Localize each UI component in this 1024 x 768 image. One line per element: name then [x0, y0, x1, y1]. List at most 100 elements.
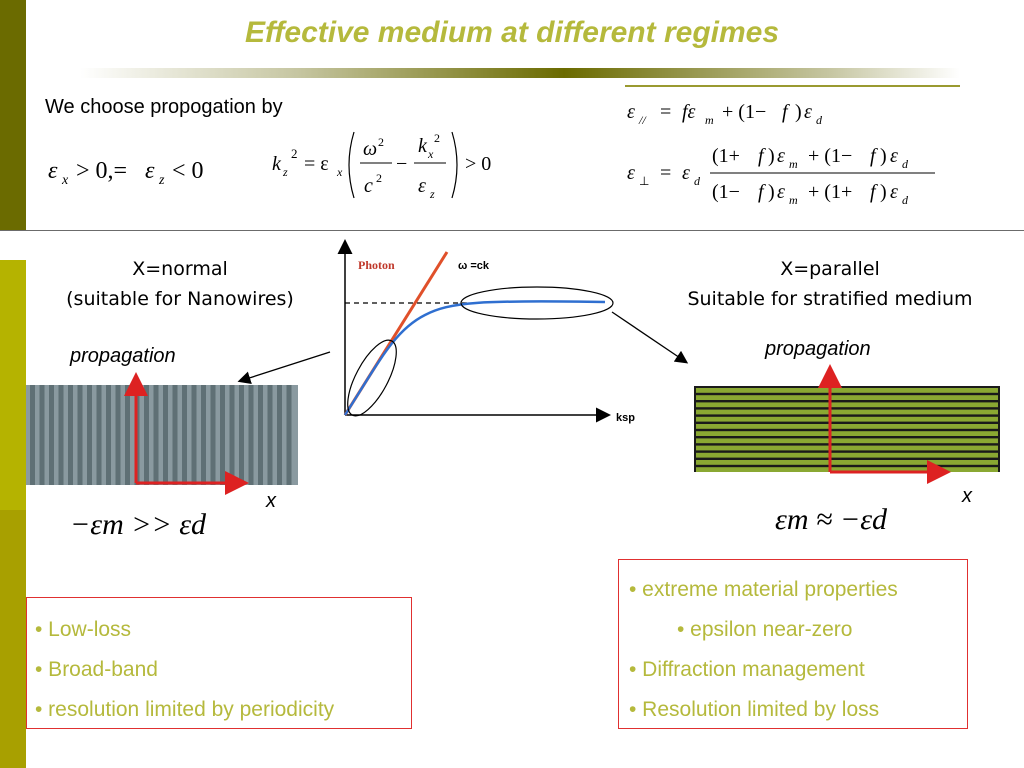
stratified-layers — [694, 386, 1000, 472]
nanowire — [30, 385, 35, 485]
nanowire — [87, 385, 92, 485]
nanowire — [125, 385, 130, 485]
right-heading-line1: X=parallel — [780, 258, 880, 280]
light-line-label: ω =ck — [458, 260, 490, 272]
left-bullet-box: • Low-loss • Broad-band • resolution lim… — [26, 597, 412, 729]
nanowire — [106, 385, 111, 485]
eps-parallel-equation: ε // = fε m + (1− f ) ε d — [627, 101, 823, 127]
svg-text:ε: ε — [777, 145, 785, 167]
nanowire — [39, 385, 45, 485]
nanowire-array — [26, 385, 298, 485]
left-heading-line1: X=normal — [132, 258, 228, 280]
right-bullet-list: • extreme material properties • epsilon … — [619, 560, 967, 730]
left-propagation-label: propagation — [70, 345, 176, 367]
svg-text:k: k — [272, 153, 282, 175]
eps-perp-equation: ε ⊥ = ε d (1+ f ) ε m + (1− f ) ε d (1− … — [627, 145, 935, 207]
metal-layer — [696, 395, 998, 400]
svg-text:ε: ε — [627, 101, 635, 123]
title-gradient-rule — [80, 68, 960, 78]
svg-text:2: 2 — [378, 135, 384, 149]
svg-text:f: f — [870, 145, 878, 167]
left-bullet-list: • Low-loss • Broad-band • resolution lim… — [27, 598, 411, 730]
nanowire — [248, 385, 254, 485]
svg-text:ε: ε — [145, 158, 155, 184]
svg-text:= ε: = ε — [304, 153, 329, 175]
svg-text:x: x — [61, 173, 69, 188]
svg-text:ω: ω — [363, 138, 377, 160]
right-condition-equation: εm ≈ −εd — [775, 503, 888, 536]
right-bullet-item: • Resolution limited by loss — [629, 698, 880, 721]
sidebar-band-bottom — [0, 510, 26, 768]
svg-text:< 0: < 0 — [172, 158, 204, 184]
svg-text:z: z — [429, 187, 435, 201]
svg-text:d: d — [902, 157, 909, 171]
svg-text:2: 2 — [376, 171, 382, 185]
svg-text:−: − — [396, 153, 407, 175]
low-k-ellipse — [347, 339, 397, 417]
title-underline — [625, 85, 960, 87]
svg-text:): ) — [880, 181, 887, 203]
left-bullet-item: • resolution limited by periodicity — [35, 698, 335, 721]
metal-layer — [696, 467, 998, 472]
nanowire — [258, 385, 263, 485]
sidebar-band-middle — [0, 260, 26, 510]
svg-text:2: 2 — [291, 146, 298, 161]
left-bullet-item: • Low-loss — [35, 618, 132, 641]
nanowire — [172, 385, 178, 485]
svg-text:+ (1+: + (1+ — [808, 181, 852, 203]
svg-text:k: k — [418, 135, 428, 157]
svg-text:ε: ε — [890, 145, 898, 167]
svg-text:z: z — [282, 165, 288, 179]
slide-title: Effective medium at different regimes — [244, 16, 780, 49]
svg-text:d: d — [816, 113, 823, 127]
metal-layer — [696, 460, 998, 465]
svg-text:m: m — [789, 157, 798, 171]
left-x-label: x — [266, 490, 276, 512]
nanowire — [153, 385, 159, 485]
nanowire — [277, 385, 282, 485]
nanowire — [229, 385, 235, 485]
dispersion-plot — [237, 239, 689, 423]
nanowire — [115, 385, 121, 485]
svg-text:+ (1−: + (1− — [808, 145, 852, 167]
svg-text:> 0: > 0 — [465, 153, 491, 175]
nanowire — [77, 385, 83, 485]
metal-layer — [696, 452, 998, 458]
right-bullet-box: • extreme material properties • epsilon … — [618, 559, 968, 729]
svg-text:): ) — [795, 101, 802, 123]
photon-label: Photon — [358, 258, 395, 272]
svg-text:=: = — [660, 101, 671, 123]
metal-layer — [696, 438, 998, 444]
right-pointer-arrow — [611, 311, 689, 364]
right-x-label: x — [962, 485, 972, 507]
svg-text:fε: fε — [682, 101, 696, 123]
right-bullet-item: • Diffraction management — [629, 658, 865, 681]
nanowire — [144, 385, 149, 485]
nanowire — [191, 385, 197, 485]
svg-text:ε: ε — [777, 181, 785, 203]
svg-text:f: f — [758, 181, 766, 203]
metal-layer — [696, 402, 998, 408]
svg-text:): ) — [768, 181, 775, 203]
right-bullet-item: • extreme material properties — [629, 578, 898, 601]
metal-layer — [696, 388, 998, 393]
svg-text:ε: ε — [682, 162, 690, 184]
metal-layer — [696, 409, 998, 415]
sidebar-band-gap — [0, 230, 26, 260]
nanowire — [49, 385, 54, 485]
svg-text:2: 2 — [434, 131, 440, 145]
nanowire — [210, 385, 216, 485]
nanowire — [201, 385, 206, 485]
svg-text:ε: ε — [48, 158, 58, 184]
nanowire — [267, 385, 273, 485]
nanowire — [286, 385, 292, 485]
nanowire — [96, 385, 102, 485]
intro-text: We choose propogation by — [45, 96, 283, 118]
svg-text:> 0,=: > 0,= — [76, 158, 127, 184]
svg-text://: // — [638, 113, 647, 127]
nanowire — [163, 385, 168, 485]
svg-text:(1−: (1− — [712, 181, 740, 203]
svg-text:d: d — [902, 193, 909, 207]
